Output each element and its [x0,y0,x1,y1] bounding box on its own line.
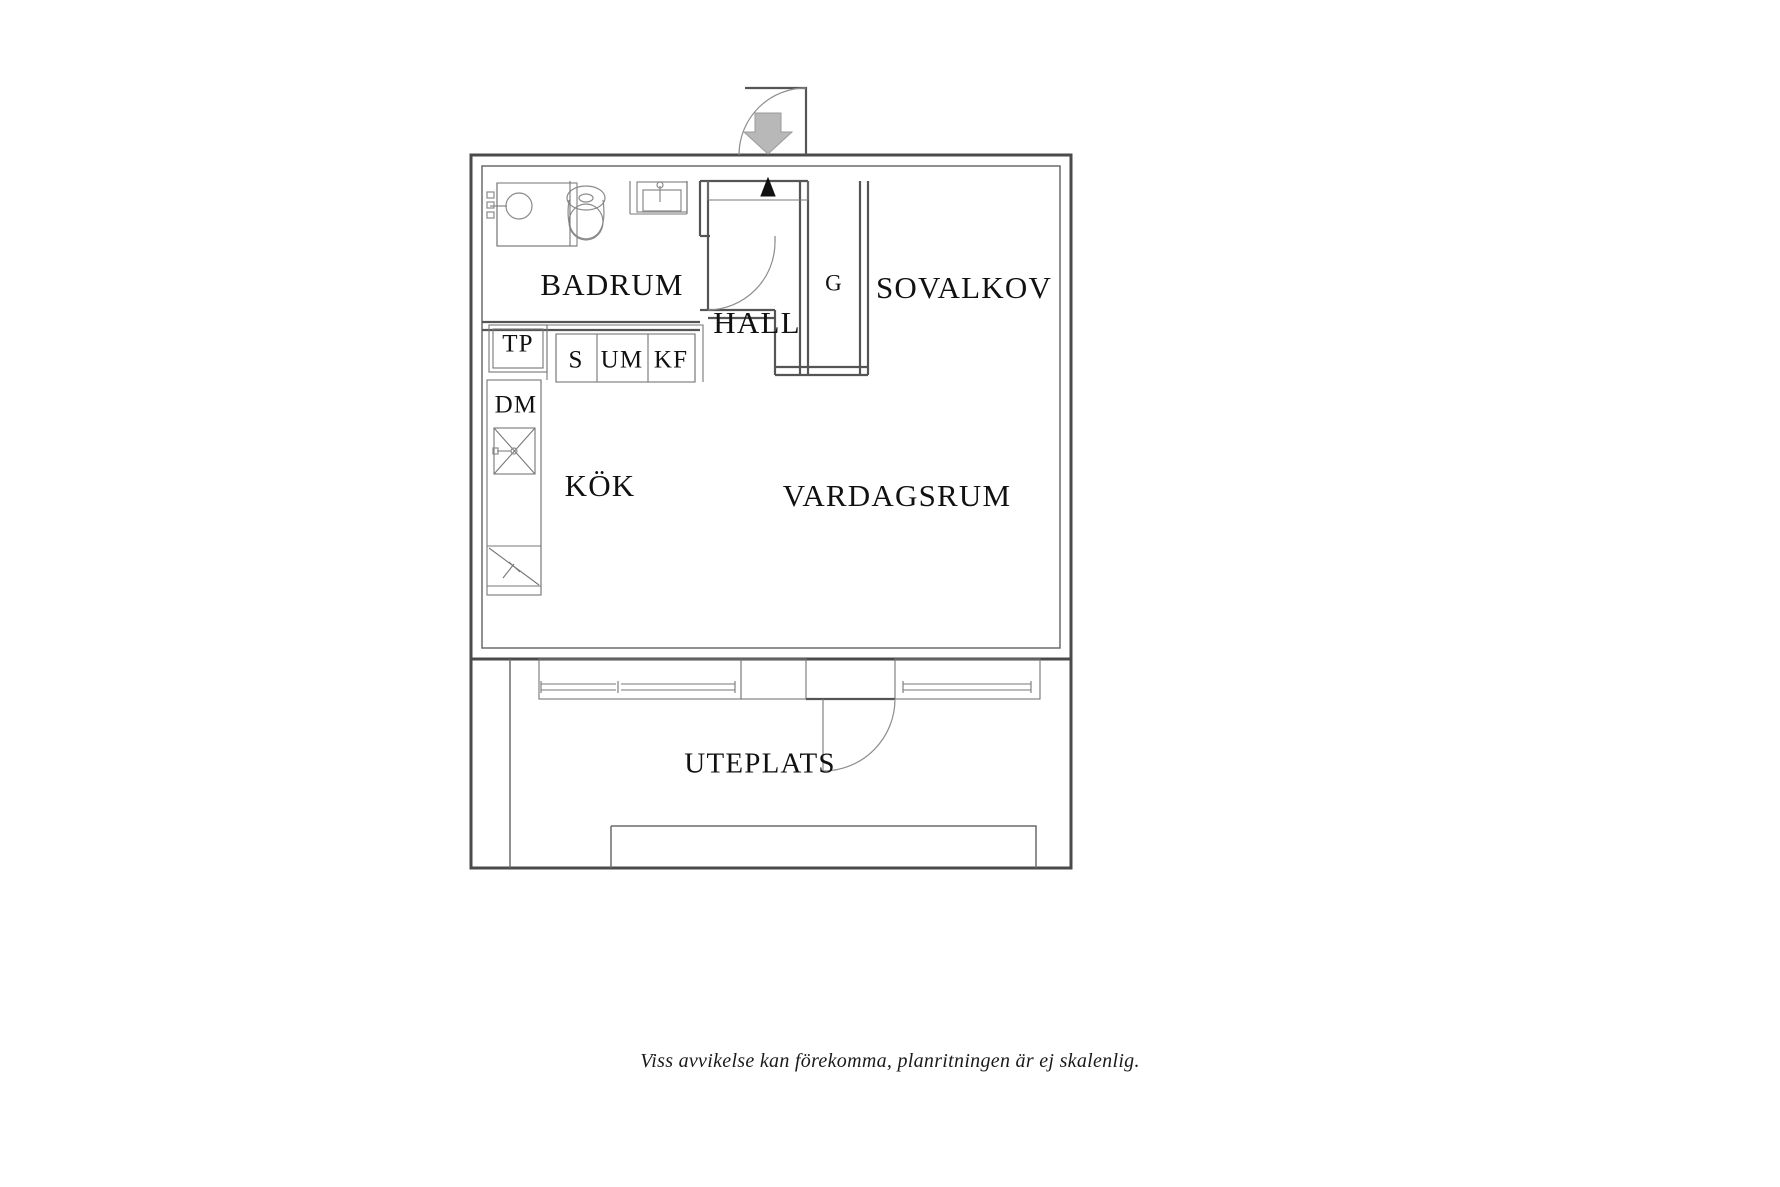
room-label-vardagsrum: VARDAGSRUM [783,478,1012,513]
terrace-door [806,697,896,772]
kitchen-window [538,658,807,700]
fixture-label-tp: TP [502,331,534,358]
fixture-label-s: S [568,347,583,374]
terrace-outline [469,657,1073,870]
fixture-label-dm: DM [495,392,538,419]
fixture-label-kf: KF [654,347,688,374]
kitchen-cabinets-left [486,379,542,596]
stove-icon [487,545,541,587]
fixture-labels: TP S UM KF DM G [495,270,843,419]
plan-disclaimer-caption: Viss avvikelse kan förekomma, planritnin… [640,1050,1140,1072]
direction-arrow-icon [760,176,776,197]
room-label-badrum: BADRUM [540,267,683,302]
room-label-sovalkov: SOVALKOV [876,270,1052,305]
shower-icon [486,191,533,220]
room-label-kok: KÖK [565,468,636,503]
bathroom-door [707,236,776,311]
interior-walls [482,179,870,377]
kitchen-sink-icon [492,427,536,475]
washbasin-icon [636,181,688,213]
toilet-icon [566,185,606,241]
bathroom-fixtures [486,181,688,247]
building-outline [469,153,1073,661]
room-labels: BADRUM HALL SOVALKOV KÖK VARDAGSRUM UTEP… [540,267,1052,780]
room-label-hall: HALL [713,305,800,340]
room-label-uteplats: UTEPLATS [684,748,835,780]
living-window [894,658,1041,700]
entrance-assembly [707,86,809,201]
entrance-arrow-icon [742,112,794,155]
kitchen-cabinets-top [488,324,704,383]
fixture-label-g: G [825,270,843,295]
fixture-label-um: UM [601,347,644,374]
